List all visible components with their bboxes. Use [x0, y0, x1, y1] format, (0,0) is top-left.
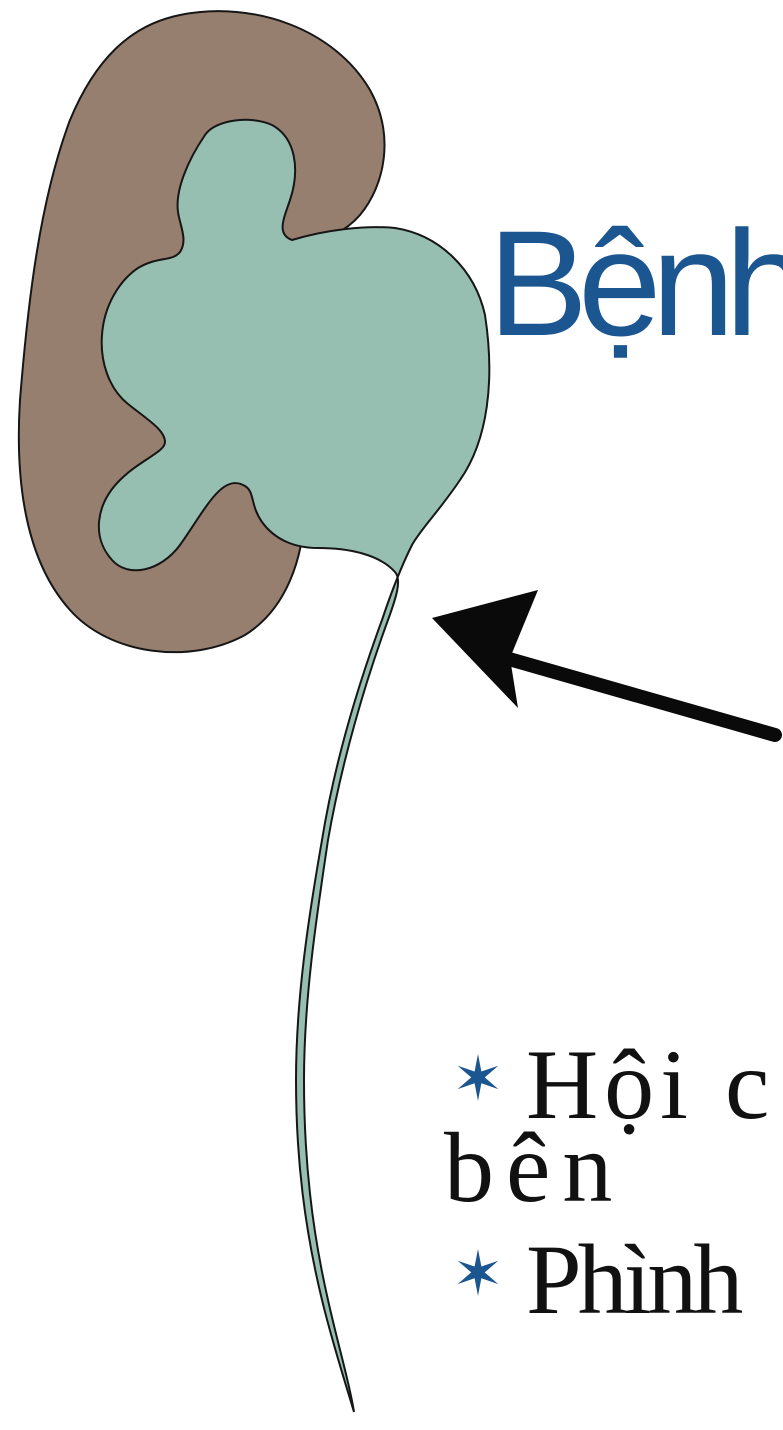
star-bullet-icon: ✶	[452, 1048, 504, 1110]
bullet-text-1-continuation: bên	[444, 1118, 624, 1218]
slide-title: Bệnh	[488, 208, 783, 358]
arrow-shaft	[495, 655, 775, 735]
renal-pelvis-ureter	[99, 120, 489, 1412]
bullet-item-2: ✶Phình	[452, 1230, 739, 1330]
arrow-head	[432, 590, 538, 708]
star-bullet-icon: ✶	[452, 1243, 504, 1305]
bullet-text-2: Phình	[526, 1224, 739, 1335]
